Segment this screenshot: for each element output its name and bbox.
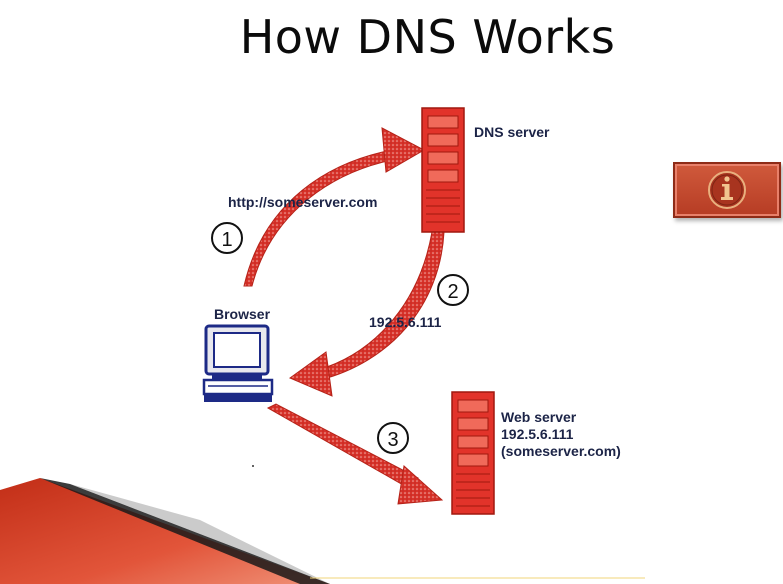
arrow-connect: [268, 404, 442, 504]
dns-server-icon: [422, 108, 464, 232]
ip-response-label: 192.5.6.111: [369, 314, 441, 331]
web-server-domain-label: (someserver.com): [501, 443, 621, 460]
info-button[interactable]: [673, 162, 781, 218]
web-server-label: Web server: [501, 409, 576, 426]
stray-dot: [252, 465, 254, 467]
browser-computer-icon: [204, 326, 272, 402]
step-1-number: 1: [221, 229, 232, 251]
step-2-number: 2: [447, 281, 458, 303]
decorative-swoosh: [0, 478, 330, 584]
dns-server-label: DNS server: [474, 124, 550, 141]
info-icon: [675, 164, 779, 216]
step-2-marker: 2: [438, 275, 468, 305]
url-label: http://someserver.com: [228, 194, 377, 211]
step-1-marker: 1: [212, 223, 242, 253]
step-3-number: 3: [387, 429, 398, 451]
step-3-marker: 3: [378, 423, 408, 453]
web-server-icon: [452, 392, 494, 514]
browser-label: Browser: [214, 306, 270, 323]
web-server-ip-label: 192.5.6.111: [501, 426, 573, 443]
